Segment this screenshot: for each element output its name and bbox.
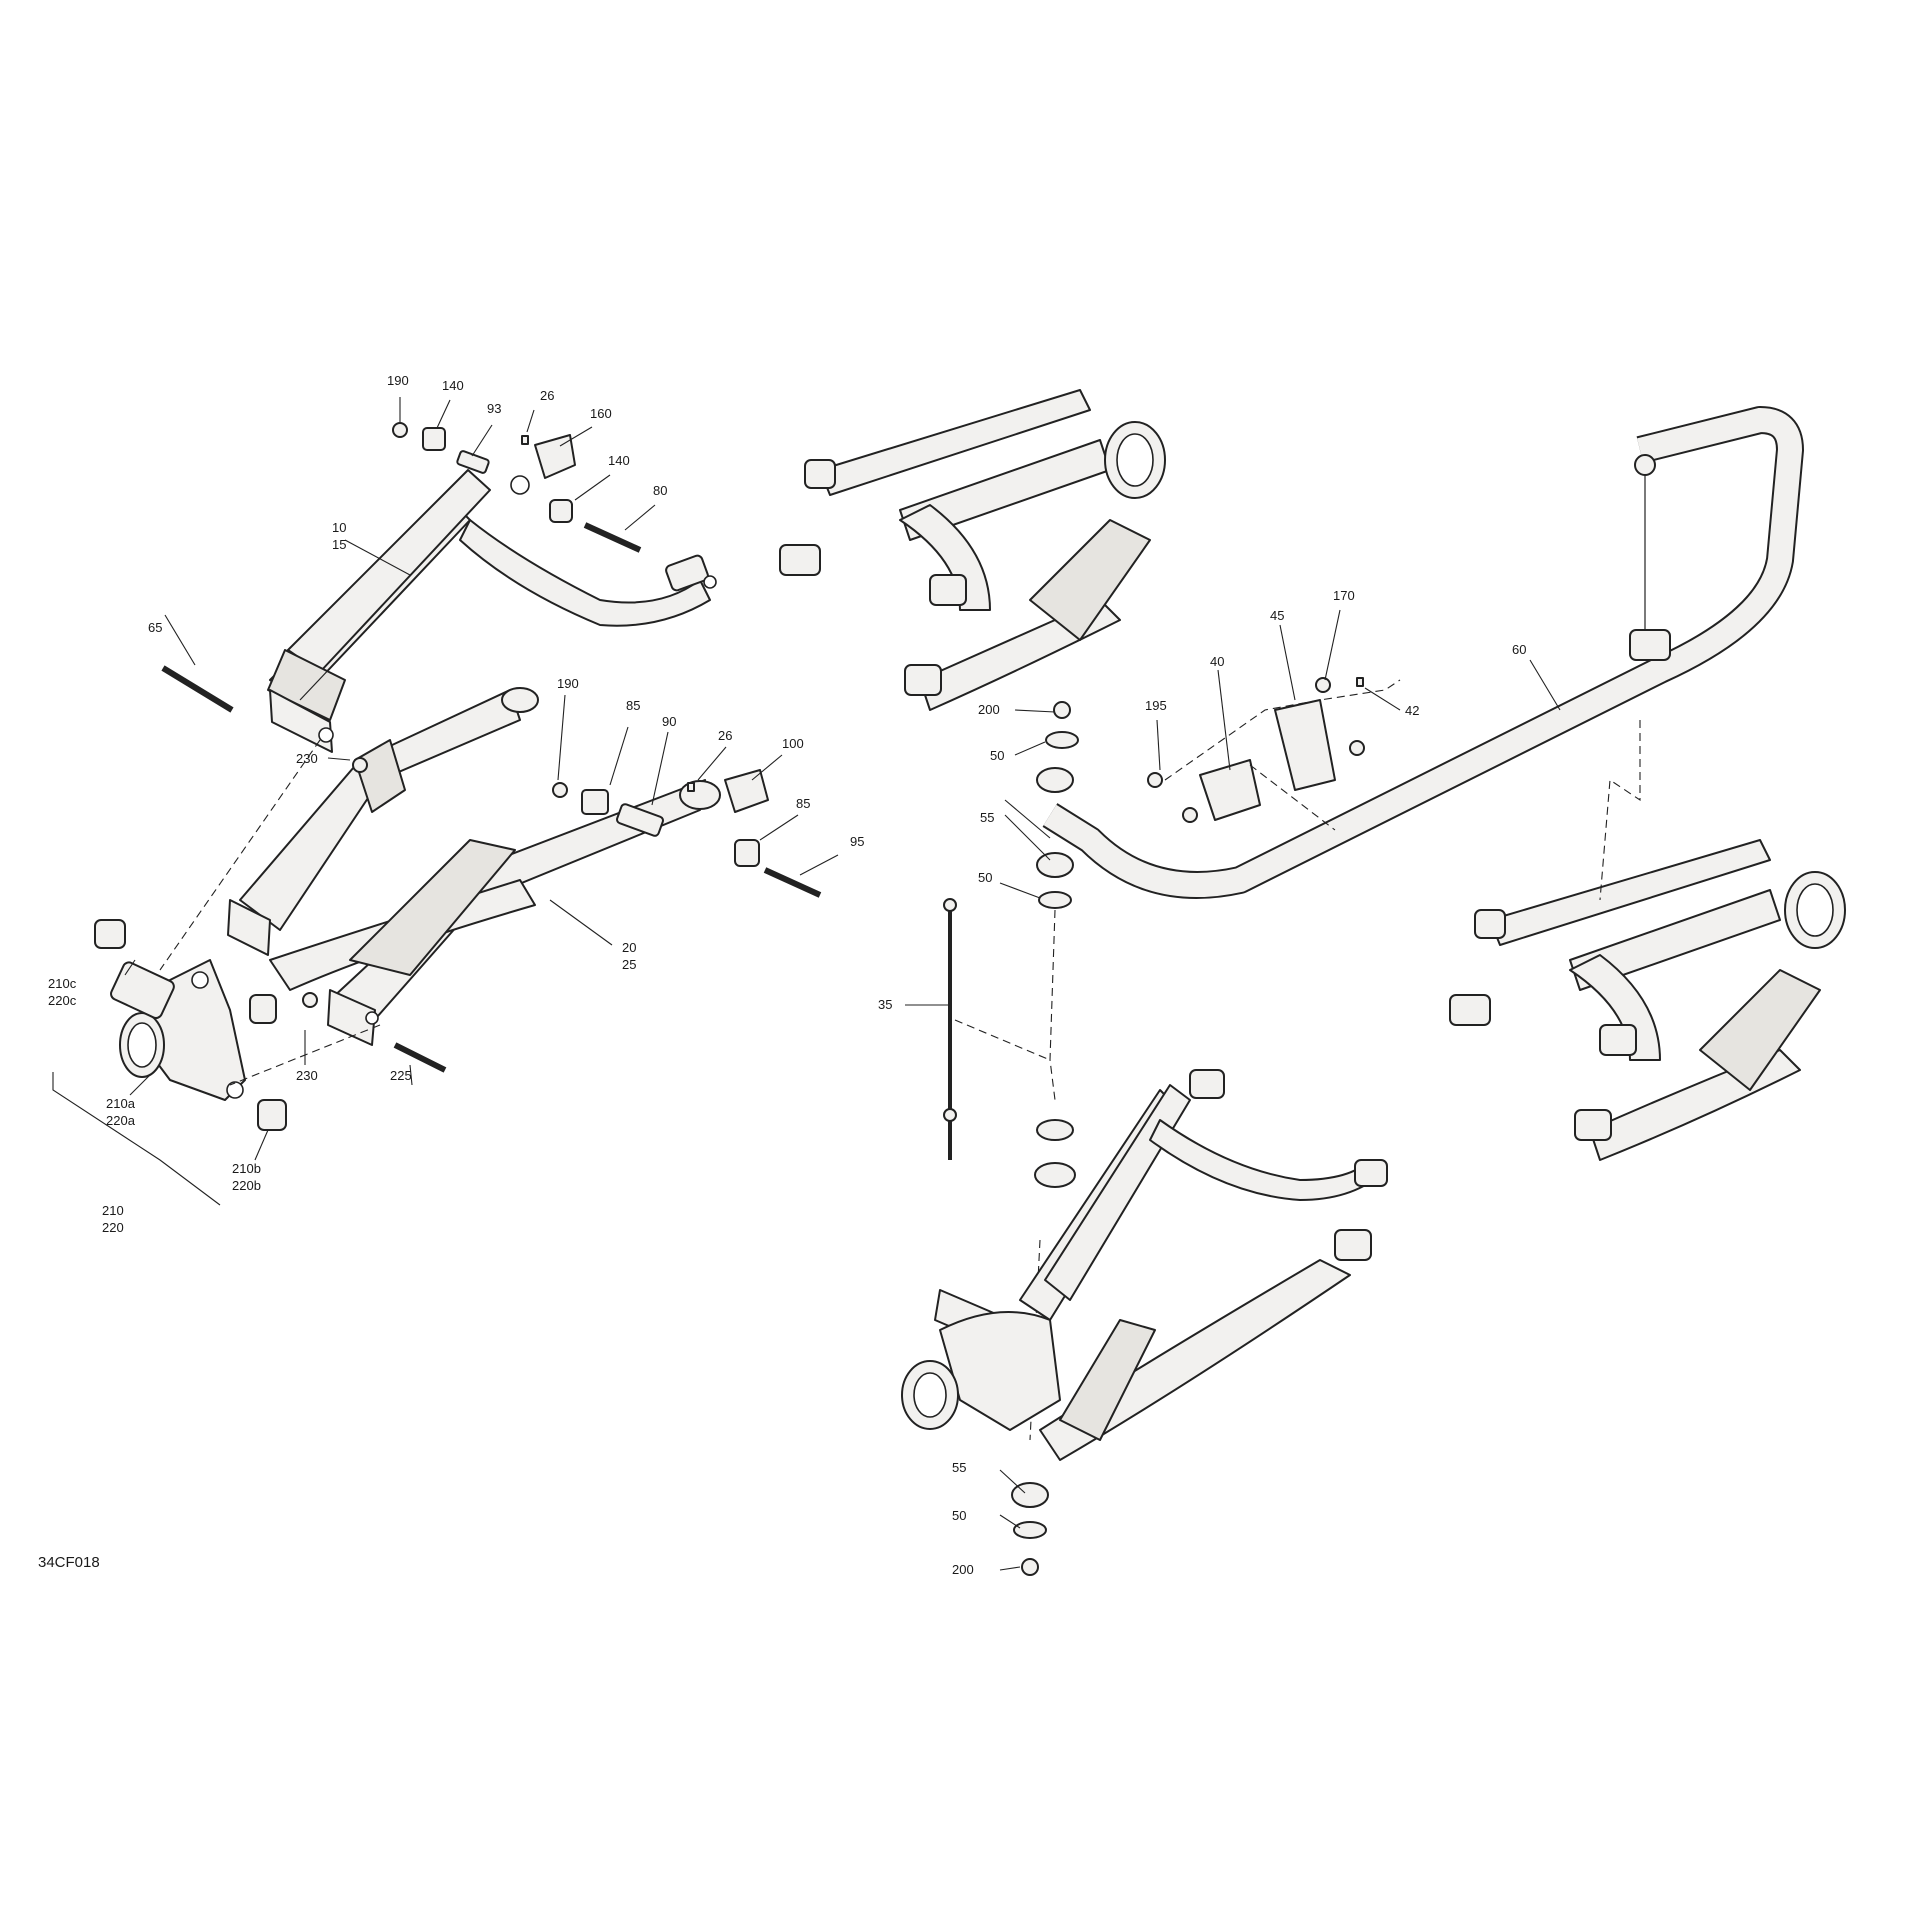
callout-26-a: 26 — [540, 388, 554, 403]
callout-50-c: 50 — [952, 1508, 966, 1523]
callout-210: 210 — [102, 1203, 124, 1218]
bushing-bracket — [1147, 677, 1365, 823]
leader-lines — [124, 397, 1561, 1571]
callout-55-b: 55 — [952, 1460, 966, 1475]
assembly-line-center-2 — [954, 1019, 1051, 1061]
group-bracket — [52, 1072, 221, 1206]
assembly-line-right-1 — [1599, 720, 1641, 901]
callout-55-a: 55 — [980, 810, 994, 825]
callout-26-b: 26 — [718, 728, 732, 743]
end-link-stack-top — [1036, 701, 1079, 909]
callout-100: 100 — [782, 736, 804, 751]
lower-a-arm — [227, 687, 721, 1046]
callout-140-b: 140 — [608, 453, 630, 468]
callout-190-a: 190 — [387, 373, 409, 388]
callout-170: 170 — [1333, 588, 1355, 603]
callout-200-a: 200 — [978, 702, 1000, 717]
callout-60: 60 — [1512, 642, 1526, 657]
callout-90: 90 — [662, 714, 676, 729]
callout-20: 20 — [622, 940, 636, 955]
callout-220a: 220a — [106, 1113, 136, 1128]
callout-40: 40 — [1210, 654, 1224, 669]
callout-50-a: 50 — [990, 748, 1004, 763]
callout-42: 42 — [1405, 703, 1419, 718]
callout-140-a: 140 — [442, 378, 464, 393]
callout-195: 195 — [1145, 698, 1167, 713]
assembled-arms-bottom — [901, 1069, 1388, 1461]
callout-65: 65 — [148, 620, 162, 635]
callout-220b: 220b — [232, 1178, 261, 1193]
end-link-stack-bottom — [1011, 1482, 1049, 1576]
knuckle-assembly — [94, 919, 287, 1131]
callout-220c: 220c — [48, 993, 77, 1008]
callout-220: 220 — [102, 1220, 124, 1235]
callout-labels: 190 140 93 26 160 140 80 10 15 65 230 19… — [38, 373, 1526, 1577]
callout-50-b: 50 — [978, 870, 992, 885]
callout-210c: 210c — [48, 976, 77, 991]
callout-85-b: 85 — [796, 796, 810, 811]
callout-200-b: 200 — [952, 1562, 974, 1577]
callout-85-a: 85 — [626, 698, 640, 713]
diagram-reference-code: 34CF018 — [38, 1554, 100, 1571]
callout-15: 15 — [332, 537, 346, 552]
assembled-arms-top — [779, 389, 1166, 711]
assembly-line-center-1 — [1049, 909, 1056, 1101]
lower-arm-hardware — [302, 769, 822, 1073]
callout-25: 25 — [622, 957, 636, 972]
assembly-line-center-4 — [1249, 764, 1336, 831]
callout-35: 35 — [878, 997, 892, 1012]
callout-225: 225 — [390, 1068, 412, 1083]
end-link-rod — [943, 898, 957, 1160]
assembled-arms-right — [1449, 839, 1846, 1161]
upper-a-arm — [267, 469, 717, 753]
callout-93: 93 — [487, 401, 501, 416]
callout-160: 160 — [590, 406, 612, 421]
callout-230-b: 230 — [296, 1068, 318, 1083]
callout-95: 95 — [850, 834, 864, 849]
sway-bar — [1042, 406, 1804, 899]
callout-80: 80 — [653, 483, 667, 498]
assembly-line-left-1 — [159, 739, 321, 971]
callout-210a: 210a — [106, 1096, 136, 1111]
callout-10: 10 — [332, 520, 346, 535]
callout-210b: 210b — [232, 1161, 261, 1176]
callout-230-a: 230 — [296, 751, 318, 766]
callout-190-b: 190 — [557, 676, 579, 691]
assembly-line-center-5 — [1164, 679, 1401, 781]
upper-arm-hardware — [161, 422, 642, 773]
callout-45: 45 — [1270, 608, 1284, 623]
